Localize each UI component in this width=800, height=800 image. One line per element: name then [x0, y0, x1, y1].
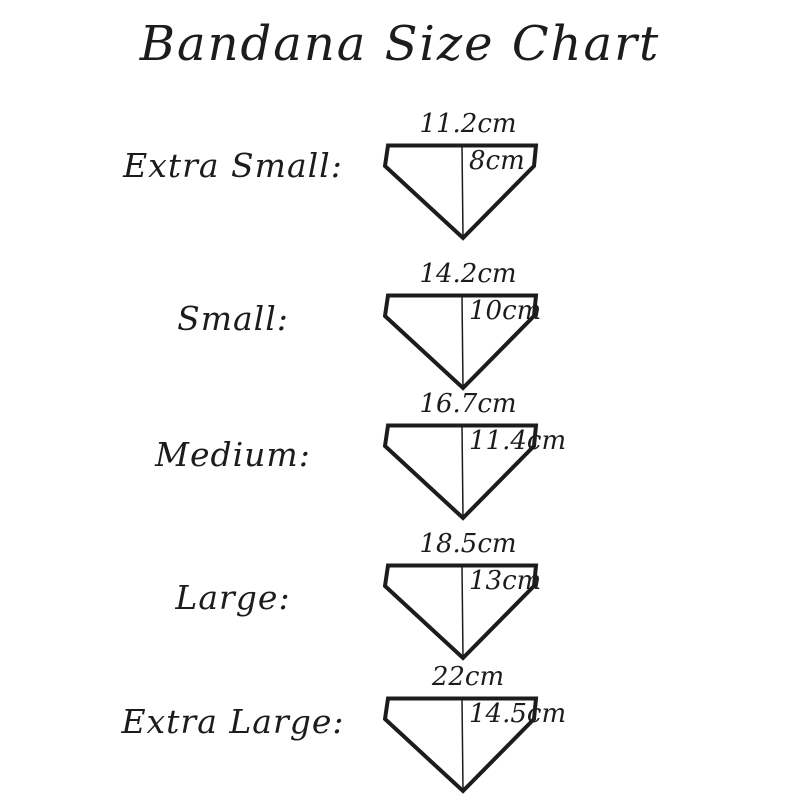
bandana-figure: 16.7cm 11.4cm	[383, 386, 566, 521]
size-row-small: Small: 14.2cm 10cm	[0, 256, 800, 404]
bandana-center-fold-line	[461, 565, 464, 658]
height-measurement: 13cm	[469, 566, 542, 596]
bandana-center-fold-line	[461, 425, 464, 518]
size-row-large: Large: 18.5cm 13cm	[0, 526, 800, 674]
height-measurement: 11.4cm	[469, 426, 567, 456]
bandana-figure: 11.2cm 8cm	[383, 106, 541, 241]
bandana-outline	[383, 563, 539, 661]
bandana-shape	[383, 696, 539, 794]
page-title: Bandana Size Chart	[139, 16, 661, 72]
size-label: Medium:	[155, 435, 311, 474]
bandana-center-fold-line	[461, 145, 464, 238]
bandana-shape	[383, 293, 539, 391]
width-measurement: 11.2cm	[419, 109, 517, 139]
bandana-outline	[383, 293, 539, 391]
size-row-extra-large: Extra Large: 22cm 14.5cm	[0, 659, 800, 800]
size-label: Large:	[175, 578, 291, 617]
width-measurement: 16.7cm	[419, 389, 517, 419]
size-label: Extra Small:	[123, 146, 343, 185]
width-measurement: 22cm	[431, 662, 505, 692]
height-measurement: 10cm	[469, 296, 542, 326]
bandana-figure: 22cm 14.5cm	[383, 659, 566, 794]
bandana-shape	[383, 563, 539, 661]
bandana-figure: 14.2cm 10cm	[383, 256, 541, 391]
bandana-center-fold-line	[461, 295, 464, 388]
bandana-figure: 18.5cm 13cm	[383, 526, 541, 661]
width-measurement: 14.2cm	[419, 259, 517, 289]
width-measurement: 18.5cm	[419, 529, 517, 559]
height-measurement: 8cm	[469, 146, 525, 176]
size-row-extra-small: Extra Small: 11.2cm 8cm	[0, 106, 800, 254]
height-measurement: 14.5cm	[469, 699, 567, 729]
bandana-outline	[383, 696, 539, 794]
size-label: Small:	[177, 299, 289, 338]
bandana-center-fold-line	[461, 698, 464, 791]
bandana-outline	[383, 143, 539, 241]
bandana-shape	[383, 423, 539, 521]
size-label: Extra Large:	[121, 702, 345, 741]
size-row-medium: Medium: 16.7cm 11.4cm	[0, 386, 800, 534]
bandana-shape	[383, 143, 539, 241]
bandana-outline	[383, 423, 539, 521]
